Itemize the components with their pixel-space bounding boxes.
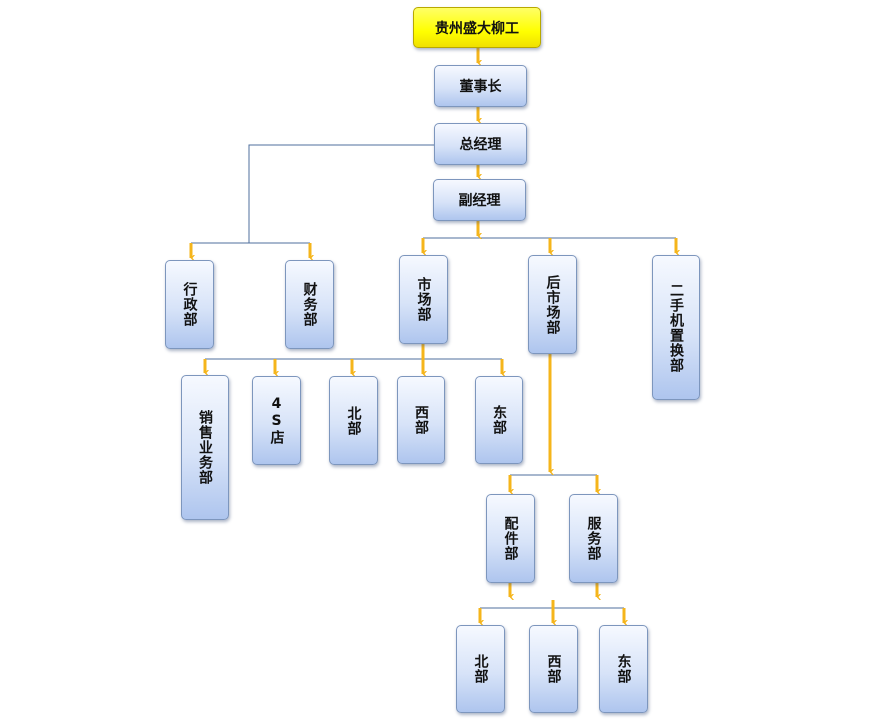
node-after-west: 西部 <box>529 625 578 713</box>
node-admin-dept: 行政部 <box>165 260 214 349</box>
node-4s-store-label: 4S店 <box>268 396 285 445</box>
node-finance-dept-label: 财务部 <box>301 282 318 327</box>
node-4s-store: 4S店 <box>252 376 301 465</box>
node-parts-dept: 配件部 <box>486 494 535 583</box>
node-general-manager: 总经理 <box>434 123 527 165</box>
node-aftermarket-dept-label: 后市场部 <box>544 274 561 335</box>
node-root-label: 贵州盛大柳工 <box>435 20 519 37</box>
node-admin-dept-label: 行政部 <box>181 282 198 327</box>
node-chairman-label: 董事长 <box>459 79 502 95</box>
node-after-east-label: 东部 <box>615 654 632 684</box>
node-finance-dept: 财务部 <box>285 260 334 349</box>
node-parts-dept-label: 配件部 <box>502 516 519 561</box>
node-used-machine-dept-label: 二手机置换部 <box>668 282 684 373</box>
node-root: 贵州盛大柳工 <box>413 7 541 48</box>
node-deputy-manager-label: 副经理 <box>458 193 501 209</box>
node-deputy-manager: 副经理 <box>433 179 526 221</box>
node-market-east-label: 东部 <box>491 405 507 435</box>
node-sales-dept-label: 销售业务部 <box>197 410 213 485</box>
node-market-north: 北部 <box>329 376 378 465</box>
node-service-dept-label: 服务部 <box>585 516 602 561</box>
node-service-dept: 服务部 <box>569 494 618 583</box>
node-general-manager-label: 总经理 <box>459 137 502 153</box>
node-after-north-label: 北部 <box>472 654 489 684</box>
node-market-dept-label: 市场部 <box>415 277 432 322</box>
node-market-west: 西部 <box>397 376 445 464</box>
node-market-east: 东部 <box>475 376 523 464</box>
node-chairman: 董事长 <box>434 65 527 107</box>
node-after-east: 东部 <box>599 625 648 713</box>
node-after-north: 北部 <box>456 625 505 713</box>
node-market-west-label: 西部 <box>413 405 429 435</box>
node-aftermarket-dept: 后市场部 <box>528 255 577 354</box>
node-after-west-label: 西部 <box>545 654 562 684</box>
node-market-north-label: 北部 <box>345 405 362 436</box>
node-market-dept: 市场部 <box>399 255 448 344</box>
node-used-machine-dept: 二手机置换部 <box>652 255 700 400</box>
gm-admin-line <box>248 144 434 243</box>
node-sales-dept: 销售业务部 <box>181 375 229 520</box>
